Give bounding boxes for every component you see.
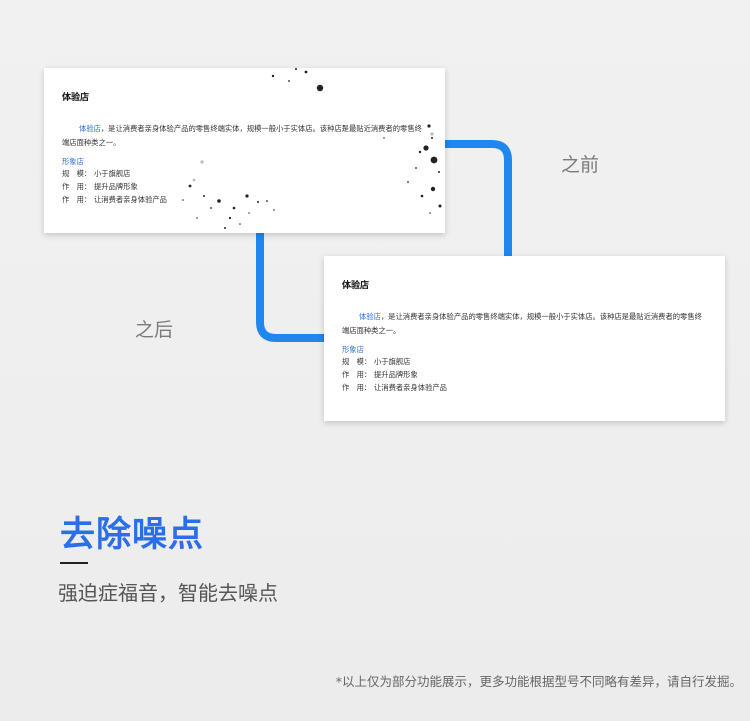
spec-value: 小于旗舰店 bbox=[374, 357, 411, 366]
spec-value: 提升品牌形象 bbox=[94, 182, 138, 191]
noise-specks bbox=[182, 68, 442, 229]
spec-value: 小于旗舰店 bbox=[94, 169, 131, 178]
feature-title: 去除噪点 bbox=[60, 515, 205, 555]
spec-value: 提升品牌形象 bbox=[374, 370, 418, 379]
document-title: 体验店 bbox=[62, 93, 90, 103]
spec-key: 作 用： bbox=[62, 195, 92, 204]
spec-key: 作 用： bbox=[62, 182, 92, 191]
document-paragraph: 体验店，是让消费者亲身体验产品的零售终端实体，规模一般小于实体店。该种店是最贴近… bbox=[62, 122, 422, 150]
document-subheading: 形象店 bbox=[342, 345, 364, 354]
document-term: 体验店 bbox=[359, 312, 381, 321]
spec-row: 规 模：小于旗舰店 bbox=[62, 169, 130, 179]
spec-row: 作 用：让消费者亲身体验产品 bbox=[62, 195, 167, 205]
spec-key: 规 模： bbox=[62, 169, 92, 178]
title-underline bbox=[60, 562, 88, 564]
document-before-card: 体验店 体验店，是让消费者亲身体验产品的零售终端实体，规模一般小于实体店。该种店… bbox=[44, 68, 445, 233]
document-title: 体验店 bbox=[342, 281, 370, 291]
spec-value: 让消费者亲身体验产品 bbox=[374, 383, 447, 392]
document-paragraph: 体验店，是让消费者亲身体验产品的零售终端实体，规模一般小于实体店。该种店是最贴近… bbox=[342, 310, 702, 338]
spec-row: 作 用：提升品牌形象 bbox=[62, 182, 138, 192]
feature-subtitle: 强迫症福音，智能去噪点 bbox=[58, 581, 278, 605]
document-subheading: 形象店 bbox=[62, 157, 84, 166]
document-paragraph-text: ，是让消费者亲身体验产品的零售终端实体，规模一般小于实体店。该种店是最贴近消费者… bbox=[342, 312, 702, 335]
spec-row: 作 用：提升品牌形象 bbox=[342, 370, 418, 380]
spec-value: 让消费者亲身体验产品 bbox=[94, 195, 167, 204]
spec-key: 规 模： bbox=[342, 357, 372, 366]
after-label: 之后 bbox=[135, 319, 174, 341]
spec-key: 作 用： bbox=[342, 370, 372, 379]
spec-row: 规 模：小于旗舰店 bbox=[342, 357, 410, 367]
document-paragraph-text: ，是让消费者亲身体验产品的零售终端实体，规模一般小于实体店。该种店是最贴近消费者… bbox=[62, 124, 422, 147]
spec-row: 作 用：让消费者亲身体验产品 bbox=[342, 383, 447, 393]
document-after-card: 体验店 体验店，是让消费者亲身体验产品的零售终端实体，规模一般小于实体店。该种店… bbox=[324, 256, 725, 421]
before-label: 之前 bbox=[561, 154, 600, 176]
document-term: 体验店 bbox=[79, 124, 101, 133]
disclaimer-text: *以上仅为部分功能展示，更多功能根据型号不同略有差异，请自行发掘。 bbox=[335, 674, 742, 689]
spec-key: 作 用： bbox=[342, 383, 372, 392]
